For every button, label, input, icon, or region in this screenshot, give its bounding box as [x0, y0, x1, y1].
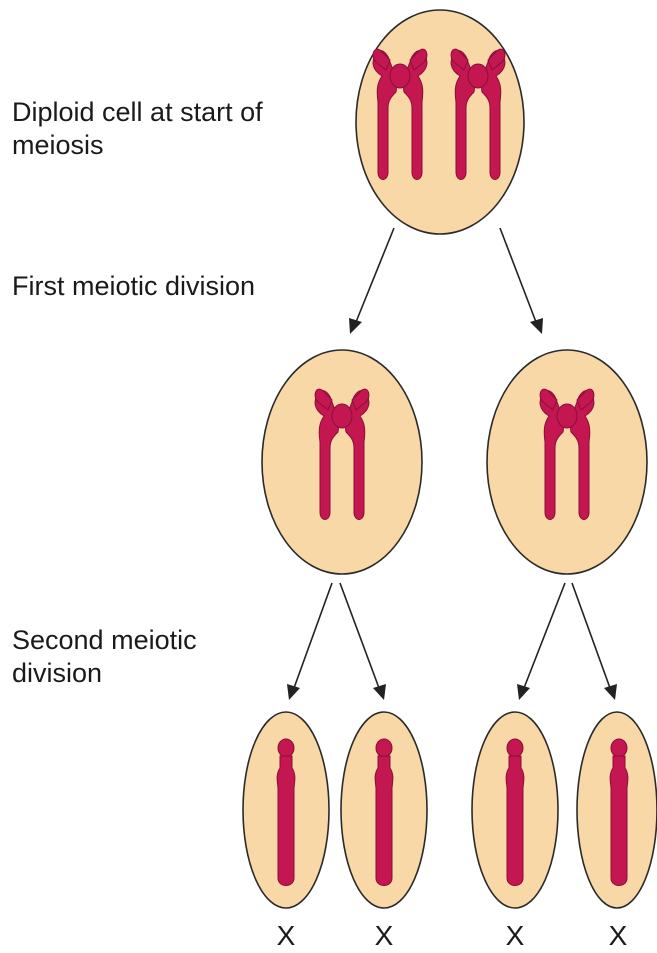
gamete-mark-2: X [375, 920, 394, 951]
gamete-cell-1 [243, 712, 329, 908]
daughter-cell-left [262, 350, 422, 574]
diploid-cell [356, 10, 524, 234]
gamete-cell-3 [472, 712, 558, 908]
gamete-cell-2 [341, 712, 427, 908]
arrow-first-left [349, 228, 394, 334]
arrow-first-right [500, 228, 543, 334]
arrow-second-2 [340, 583, 386, 700]
gamete-cell-4 [577, 712, 657, 908]
gamete-mark-3: X [506, 920, 525, 951]
arrow-second-4 [572, 583, 617, 700]
daughter-cell-right [487, 350, 647, 574]
arrow-second-1 [287, 583, 332, 700]
gamete-mark-1: X [277, 920, 296, 951]
gamete-mark-4: X [609, 920, 628, 951]
arrow-second-3 [517, 583, 565, 700]
